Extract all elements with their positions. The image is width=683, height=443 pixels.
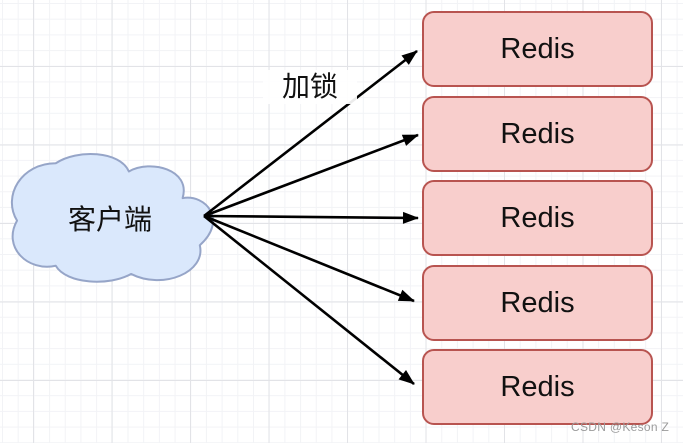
redis-node-label: Redis <box>500 370 575 403</box>
redis-node-label: Redis <box>500 201 575 234</box>
lock-edge-label: 加锁 <box>263 70 357 104</box>
redis-node-3: Redis <box>422 180 653 256</box>
redis-node-2: Redis <box>422 96 653 172</box>
client-cloud-shape <box>11 153 214 283</box>
redis-node-label: Redis <box>500 286 575 319</box>
redis-node-label: Redis <box>500 32 575 65</box>
client-label: 客户端 <box>67 204 152 235</box>
redis-node-5: Redis <box>422 349 653 425</box>
arrow-to-redis-1 <box>203 49 418 218</box>
arrow-to-redis-4 <box>203 214 415 303</box>
csdn-watermark: CSDN @Keson Z <box>571 420 670 434</box>
redis-node-4: Redis <box>422 265 653 341</box>
arrow-to-redis-2 <box>203 133 419 218</box>
redis-node-1: Redis <box>422 11 653 87</box>
redis-node-label: Redis <box>500 117 575 150</box>
arrow-to-redis-5 <box>203 214 415 386</box>
arrow-to-redis-3 <box>203 211 419 224</box>
